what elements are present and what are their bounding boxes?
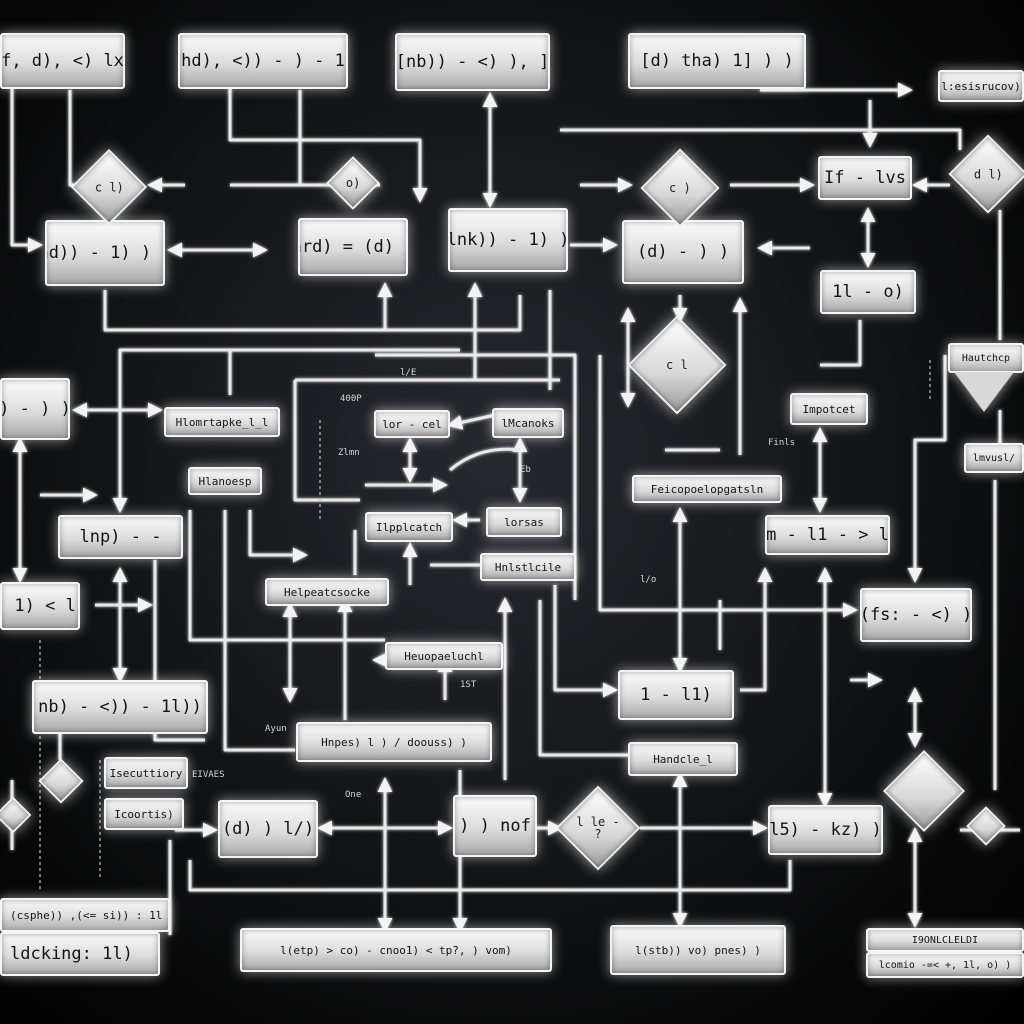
connector — [153, 560, 205, 742]
process-box[interactable]: l(stb)) vo) pnes) ) — [610, 925, 786, 975]
connector — [188, 510, 385, 642]
decision-label: c l) — [94, 180, 124, 194]
annotation: l/E — [400, 368, 417, 378]
connector — [447, 413, 496, 430]
process-box[interactable]: [f, d), <) lx) — [0, 33, 125, 89]
decision-label: l le - ? — [576, 815, 620, 841]
connector — [223, 510, 295, 752]
decision-label: d l) — [973, 167, 1003, 181]
process-box[interactable]: Icoortis) — [104, 798, 184, 830]
annotation: 1ST — [460, 680, 477, 690]
annotation: Zlmn — [338, 448, 360, 458]
process-box[interactable]: Feicopoelopgatsln — [632, 475, 782, 503]
annotation: Finls — [768, 438, 796, 448]
connector — [10, 88, 43, 253]
process-box[interactable]: [nb)) - <) ), ] — [395, 33, 550, 91]
connector — [553, 585, 618, 698]
process-box[interactable]: Heuopaeluchl — [385, 642, 503, 670]
process-box[interactable]: Hlomrtapke_l_l — [164, 407, 280, 437]
annotation: 400P — [340, 394, 362, 404]
connector — [449, 447, 521, 472]
connector — [598, 355, 858, 618]
process-box[interactable]: Impotcet — [790, 393, 868, 425]
process-box[interactable]: I9ONLCLELDI — [866, 928, 1024, 952]
connector — [820, 320, 862, 367]
process-box[interactable]: lm - l1 - > l2 — [765, 515, 890, 555]
process-box[interactable]: 1l - o) — [820, 270, 916, 314]
process-box[interactable]: l5) - kz) ) — [768, 805, 883, 855]
connector — [103, 290, 522, 332]
process-box[interactable]: ) - ) ) — [0, 378, 70, 440]
process-box[interactable]: Ilpplcatch — [365, 512, 453, 542]
connector — [228, 88, 428, 203]
process-box[interactable]: ) ) nof — [453, 795, 537, 857]
annotation: Eb — [520, 465, 531, 475]
annotation: EIVAES — [192, 770, 225, 780]
decision-label: c ) — [669, 181, 691, 195]
process-box[interactable]: Hnlstlcile — [480, 553, 576, 581]
connector — [112, 348, 230, 513]
process-box[interactable]: 1 - l1) — [618, 670, 734, 720]
connector — [375, 353, 577, 600]
connector — [740, 567, 773, 692]
process-box[interactable]: [d) tha) 1] ) ) — [628, 33, 806, 89]
connector — [293, 380, 360, 502]
process-box[interactable]: lmvusl/ — [964, 443, 1024, 473]
process-box[interactable]: lnk)) - 1) ) — [448, 208, 568, 272]
process-box[interactable]: lor - cel — [374, 410, 450, 438]
process-box[interactable]: (d) ) l/) — [218, 800, 318, 858]
process-box[interactable]: [hd), <)) - ) - 1] — [178, 33, 348, 89]
process-box[interactable]: lMcanoks — [492, 408, 564, 438]
funnel-shape — [954, 372, 1014, 412]
process-box[interactable]: l(etp) > co) - cnoo1) < tp?, ) vom) — [240, 928, 552, 972]
process-box[interactable]: Isecuttiory — [104, 757, 188, 789]
process-box[interactable]: (csphe)) ,(<= si)) : 1l — [0, 898, 170, 932]
decision-label: c l — [666, 358, 688, 372]
process-box[interactable]: Hautchcp — [948, 343, 1024, 373]
process-box[interactable]: hd)) - 1) ) ) — [45, 220, 165, 286]
connector — [538, 600, 630, 757]
annotation: One — [345, 790, 362, 800]
process-box[interactable]: nb) - <)) - 1l)) — [32, 680, 208, 734]
process-box[interactable]: ldcking: 1l) — [0, 932, 160, 976]
process-box[interactable]: (d) - ) ) — [622, 220, 744, 284]
process-box[interactable]: If - lvs — [818, 156, 912, 200]
connector — [907, 355, 947, 583]
process-box[interactable]: Handcle_l — [628, 742, 738, 776]
process-box[interactable]: lorsas — [486, 507, 562, 537]
connector — [188, 860, 792, 892]
process-box[interactable]: (fs: - <) ) — [860, 588, 972, 642]
connector — [248, 510, 308, 563]
connector — [560, 128, 962, 150]
process-box[interactable]: lcomio -=< +, 1l, o) ) — [866, 952, 1024, 978]
process-box[interactable]: l:esisrucov) — [938, 70, 1024, 102]
annotation: l/o — [640, 575, 657, 585]
process-box[interactable]: Helpeatcsocke — [265, 578, 389, 606]
process-box[interactable]: Hlanoesp — [188, 467, 262, 495]
annotation: Ayun — [265, 724, 287, 734]
decision-label: o) — [345, 175, 361, 190]
process-box[interactable]: Hnpes) l ) / doouss) ) — [296, 722, 492, 762]
process-box[interactable]: lnp) - - — [58, 515, 183, 559]
process-box[interactable]: hrd) = (d) ) — [298, 218, 408, 276]
process-box[interactable]: - 1) < l) — [0, 582, 80, 630]
